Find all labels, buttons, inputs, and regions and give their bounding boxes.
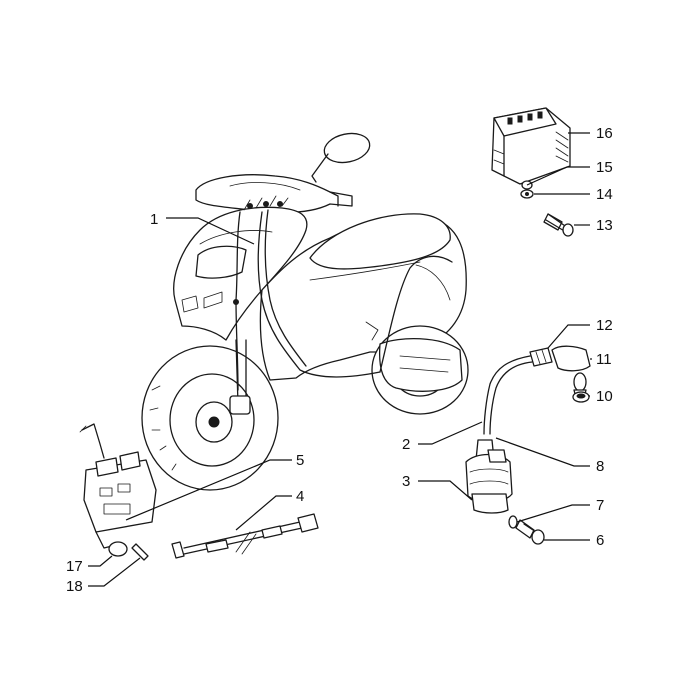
- front-body: [173, 206, 308, 341]
- front-fork: [229, 339, 251, 415]
- callout-12: 12: [596, 317, 613, 334]
- cdi-grommet: [108, 541, 149, 561]
- leader-lines: [88, 132, 592, 587]
- callout-3: 3: [402, 473, 410, 490]
- callout-16: 16: [596, 125, 613, 142]
- ht-lead: [483, 347, 553, 435]
- cdi-unit: [79, 423, 157, 549]
- coil-hardware: [508, 515, 545, 545]
- callout-4: 4: [296, 488, 304, 505]
- front-wheel: [141, 345, 279, 491]
- callout-11: 11: [596, 351, 612, 368]
- spark-plug-cable: [171, 513, 319, 559]
- voltage-regulator: [491, 107, 571, 185]
- callout-18: 18: [66, 578, 83, 595]
- callout-8: 8: [596, 458, 604, 475]
- callout-labels: 1 2 3 4 5 6 7 8 10 11 12 13 14 15 16 17 …: [66, 125, 613, 595]
- regulator-hardware: [520, 180, 574, 237]
- callout-7: 7: [596, 497, 604, 514]
- callout-13: 13: [596, 217, 613, 234]
- spark-plug-cap: [551, 345, 591, 399]
- callout-2: 2: [402, 436, 410, 453]
- mirror: [311, 132, 371, 183]
- spark-plug-cap-seal: [572, 391, 590, 403]
- callout-15: 15: [596, 159, 613, 176]
- callout-10: 10: [596, 388, 613, 405]
- callout-17: 17: [66, 558, 83, 575]
- wiring-harness: [233, 195, 453, 391]
- scooter: [141, 132, 469, 491]
- callout-5: 5: [296, 452, 304, 469]
- ignition-coil: [465, 439, 513, 514]
- rear-wheel: [371, 325, 469, 415]
- callout-14: 14: [596, 186, 613, 203]
- callout-6: 6: [596, 532, 604, 549]
- callout-1: 1: [150, 211, 158, 228]
- handlebar: [195, 174, 353, 214]
